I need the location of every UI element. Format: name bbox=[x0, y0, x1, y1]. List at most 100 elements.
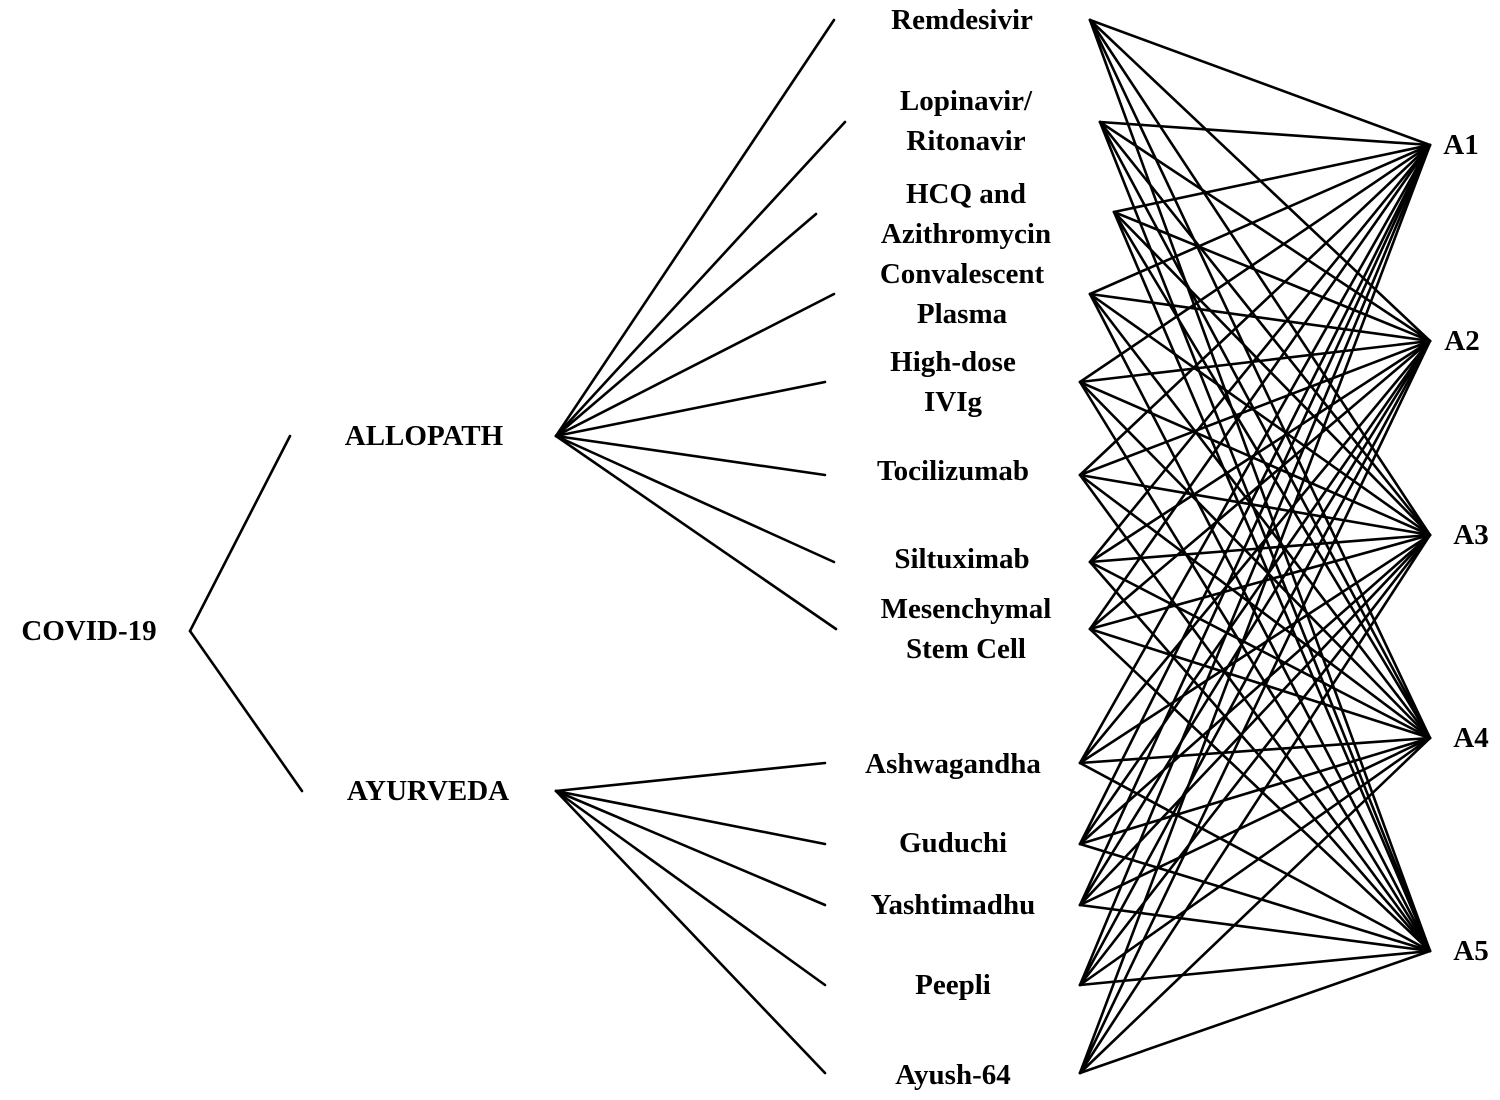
goal-node-label: COVID-19 bbox=[21, 615, 157, 647]
category-treatment-link bbox=[554, 789, 827, 987]
root-category-link bbox=[188, 434, 292, 633]
treatment-label-line: Yashtimadhu bbox=[870, 889, 1036, 921]
treatment-alternative-link bbox=[1078, 949, 1432, 1075]
treatment-label: Lopinavir/Ritonavir bbox=[900, 81, 1032, 161]
treatment-alternative-link bbox=[1078, 903, 1432, 953]
treatment-alternative-link bbox=[1078, 339, 1432, 987]
category-treatment-link bbox=[554, 212, 818, 438]
treatment-alternative-link bbox=[1078, 473, 1432, 537]
treatment-alternative-link bbox=[1098, 120, 1432, 953]
treatment-alternative-link bbox=[1078, 143, 1432, 846]
treatment-label: Peepli bbox=[915, 965, 991, 1005]
treatment-alternative-link bbox=[1078, 842, 1432, 953]
alternative-a3-label: A3 bbox=[1453, 519, 1489, 551]
treatment-alternative-link bbox=[1078, 339, 1432, 477]
treatment-alternative-link bbox=[1088, 18, 1432, 537]
treatment-alternative-link bbox=[1112, 143, 1432, 214]
treatment-label-line: Azithromycin bbox=[880, 218, 1052, 250]
treatment-alternative-link bbox=[1078, 533, 1432, 987]
treatment-label-line: Peepli bbox=[915, 969, 991, 1001]
treatment-label-line: Lopinavir/ bbox=[899, 85, 1033, 117]
category-treatment-link bbox=[554, 292, 836, 438]
treatment-label: Tocilizumab bbox=[877, 451, 1029, 491]
category-treatment-link bbox=[554, 789, 827, 1075]
treatment-label: Siltuximab bbox=[894, 539, 1029, 579]
treatment-alternative-link bbox=[1078, 473, 1432, 953]
treatment-alternative-link bbox=[1088, 143, 1432, 564]
category-ayurveda-label: AYURVEDA bbox=[346, 775, 510, 807]
treatment-alternative-link bbox=[1112, 210, 1432, 537]
treatment-alternative-link bbox=[1088, 560, 1432, 953]
treatment-alternative-link bbox=[1078, 380, 1432, 953]
treatment-alternative-link bbox=[1078, 143, 1432, 765]
treatment-alternative-link bbox=[1088, 560, 1432, 740]
treatment-alternative-link bbox=[1098, 120, 1432, 740]
treatment-alternative-link bbox=[1078, 380, 1432, 740]
treatment-alternative-link bbox=[1088, 18, 1432, 147]
treatment-label: Ashwagandha bbox=[865, 744, 1041, 784]
treatment-label-line: Remdesivir bbox=[891, 4, 1033, 36]
treatment-label-line: Tocilizumab bbox=[876, 455, 1030, 487]
category-treatment-link bbox=[554, 761, 827, 793]
treatment-alternative-link bbox=[1098, 120, 1432, 537]
treatment-label-line: IVIg bbox=[923, 386, 982, 418]
treatment-alternative-link bbox=[1088, 292, 1432, 953]
category-treatment-link bbox=[554, 789, 827, 907]
category-treatment-link bbox=[554, 120, 847, 438]
treatment-alternative-link bbox=[1078, 339, 1432, 1075]
alternative-a1-label: A1 bbox=[1443, 129, 1479, 161]
treatment-label-line: Convalescent bbox=[879, 258, 1045, 290]
treatment-alternative-link bbox=[1078, 761, 1432, 953]
treatment-alternative-link bbox=[1078, 339, 1432, 907]
treatment-alternative-link bbox=[1088, 533, 1432, 564]
treatment-alternative-link bbox=[1078, 143, 1432, 384]
treatment-label-line: Guduchi bbox=[899, 827, 1007, 859]
treatment-alternative-link bbox=[1098, 120, 1432, 343]
treatment-label-line: Siltuximab bbox=[894, 543, 1030, 575]
treatment-alternative-link bbox=[1112, 210, 1432, 953]
treatment-alternative-link bbox=[1078, 143, 1432, 1075]
category-treatment-link bbox=[554, 380, 827, 438]
category-treatment-link bbox=[554, 434, 836, 564]
category-treatment-link bbox=[554, 434, 827, 477]
treatment-label-line: HCQ and bbox=[905, 178, 1027, 210]
treatment-alternative-link bbox=[1088, 339, 1432, 564]
treatment-label-line: High-dose bbox=[890, 346, 1016, 378]
treatment-alternative-link bbox=[1078, 339, 1432, 765]
treatment-alternative-link bbox=[1088, 143, 1432, 631]
treatment-label-line: Plasma bbox=[916, 298, 1008, 330]
treatment-label: Ayush-64 bbox=[895, 1055, 1011, 1095]
treatment-alternative-link bbox=[1078, 736, 1432, 987]
treatment-alternative-link bbox=[1078, 143, 1432, 987]
treatment-alternative-link bbox=[1078, 339, 1432, 846]
treatment-alternative-link bbox=[1088, 143, 1432, 296]
treatment-alternative-link bbox=[1088, 18, 1432, 740]
treatment-label-line: Stem Cell bbox=[906, 633, 1026, 665]
alternative-a2-label: A2 bbox=[1444, 325, 1480, 357]
treatment-alternative-link bbox=[1078, 143, 1432, 907]
treatment-alternative-link bbox=[1078, 533, 1432, 846]
treatment-label: Remdesivir bbox=[891, 0, 1033, 40]
treatment-label-line: Ritonavir bbox=[906, 125, 1026, 157]
category-treatment-link bbox=[554, 434, 838, 631]
treatment-alternative-link bbox=[1112, 210, 1432, 343]
treatment-alternative-link bbox=[1088, 292, 1432, 537]
treatment-label: Yashtimadhu bbox=[871, 885, 1035, 925]
treatment-alternative-link bbox=[1098, 120, 1432, 147]
alternative-a5-label: A5 bbox=[1453, 935, 1489, 967]
treatment-alternative-link bbox=[1088, 533, 1432, 631]
treatment-alternative-link bbox=[1078, 736, 1432, 846]
category-treatment-link bbox=[554, 18, 836, 438]
treatment-alternative-link bbox=[1078, 736, 1432, 1075]
root-category-link bbox=[188, 629, 304, 793]
treatment-label-line: Mesenchymal bbox=[880, 593, 1052, 625]
treatment-alternative-link bbox=[1088, 292, 1432, 343]
treatment-label-line: Ayush-64 bbox=[895, 1059, 1011, 1091]
treatment-alternative-link bbox=[1078, 380, 1432, 537]
